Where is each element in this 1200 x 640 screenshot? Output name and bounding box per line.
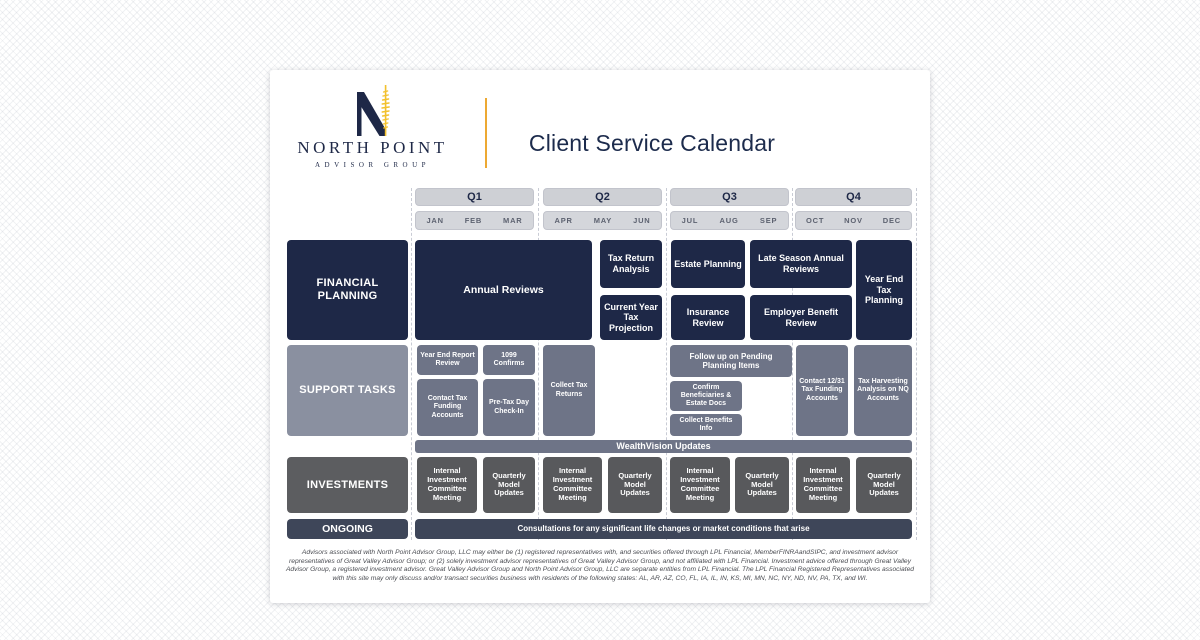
cell-internal-investment-committee-q3: Internal Investment Committee Meeting [670, 457, 730, 513]
cell-tax-return-analysis: Tax Return Analysis [600, 240, 662, 288]
month-label: MAY [593, 216, 613, 225]
cell-quarterly-model-updates-q3: Quarterly Model Updates [735, 457, 789, 513]
cell-contact-tax-funding-accounts: Contact Tax Funding Accounts [417, 379, 478, 436]
logo-name: NORTH POINT [297, 138, 448, 157]
cell-follow-up-pending-planning: Follow up on Pending Planning Items [670, 345, 792, 377]
months-q4: OCT NOV DEC [795, 211, 912, 230]
quarter-label: Q1 [467, 191, 482, 203]
quarter-separator [538, 188, 539, 540]
month-label: DEC [882, 216, 902, 225]
cell-current-year-tax-projection: Current Year Tax Projection [600, 295, 662, 340]
cell-employer-benefit-review: Employer Benefit Review [750, 295, 852, 340]
north-point-logo-icon [356, 85, 390, 136]
cell-year-end-report-review: Year End Report Review [417, 345, 478, 375]
cell-year-end-tax-planning: Year End Tax Planning [856, 240, 912, 340]
row-label-support-tasks: SUPPORT TASKS [287, 345, 408, 436]
cell-quarterly-model-updates-q1: Quarterly Model Updates [483, 457, 535, 513]
cell-annual-reviews: Annual Reviews [415, 240, 592, 340]
month-label: MAR [503, 216, 523, 225]
cell-quarterly-model-updates-q2: Quarterly Model Updates [608, 457, 662, 513]
cell-1099-confirms: 1099 Confirms [483, 345, 535, 375]
banner-consultations: Consultations for any significant life c… [415, 519, 912, 539]
logo-subname: ADVISOR GROUP [314, 161, 431, 169]
banner-wealthvision-updates: WealthVision Updates [415, 440, 912, 453]
quarter-q1: Q1 [415, 188, 534, 206]
months-q1: JAN FEB MAR [415, 211, 534, 230]
quarter-q4: Q4 [795, 188, 912, 206]
cell-collect-benefits-info: Collect Benefits Info [670, 414, 742, 436]
month-label: SEP [759, 216, 778, 225]
cell-confirm-beneficiaries: Confirm Beneficiaries & Estate Docs [670, 381, 742, 411]
month-label: NOV [844, 216, 863, 225]
month-label: JUL [681, 216, 699, 225]
cell-quarterly-model-updates-q4: Quarterly Model Updates [856, 457, 912, 513]
cell-internal-investment-committee-q1: Internal Investment Committee Meeting [417, 457, 477, 513]
quarter-separator [916, 188, 917, 540]
month-label: JAN [426, 216, 444, 225]
logo: NORTH POINT ADVISOR GROUP [280, 84, 465, 179]
month-label: FEB [464, 216, 483, 225]
months-q2: APR MAY JUN [543, 211, 662, 230]
months-q3: JUL AUG SEP [670, 211, 789, 230]
row-label-financial-planning: FINANCIAL PLANNING [287, 240, 408, 340]
cell-collect-tax-returns: Collect Tax Returns [543, 345, 595, 436]
month-label: AUG [719, 216, 739, 225]
calendar-card: NORTH POINT ADVISOR GROUP Client Service… [270, 70, 930, 603]
quarter-label: Q2 [595, 191, 610, 203]
month-label: APR [554, 216, 573, 225]
cell-contact-1231-tax-funding: Contact 12/31 Tax Funding Accounts [796, 345, 848, 436]
quarter-separator [792, 188, 793, 540]
cell-late-season-annual-reviews: Late Season Annual Reviews [750, 240, 852, 288]
quarter-label: Q4 [846, 191, 861, 203]
row-label-investments: INVESTMENTS [287, 457, 408, 513]
month-label: JUN [633, 216, 651, 225]
cell-internal-investment-committee-q2: Internal Investment Committee Meeting [543, 457, 602, 513]
cell-internal-investment-committee-q4: Internal Investment Committee Meeting [796, 457, 850, 513]
quarter-separator [411, 188, 412, 540]
gold-divider [485, 98, 487, 168]
quarter-q2: Q2 [543, 188, 662, 206]
page-title: Client Service Calendar [528, 130, 776, 156]
cell-pre-tax-day-check-in: Pre-Tax Day Check-In [483, 379, 535, 436]
cell-insurance-review: Insurance Review [671, 295, 745, 340]
quarter-separator [666, 188, 667, 540]
month-label: OCT [805, 216, 825, 225]
row-label-ongoing: ONGOING [287, 519, 408, 539]
disclaimer-text: Advisors associated with North Point Adv… [285, 549, 915, 583]
quarter-q3: Q3 [670, 188, 789, 206]
cell-tax-harvesting-nq: Tax Harvesting Analysis on NQ Accounts [854, 345, 912, 436]
quarter-label: Q3 [722, 191, 737, 203]
cell-estate-planning: Estate Planning [671, 240, 745, 288]
